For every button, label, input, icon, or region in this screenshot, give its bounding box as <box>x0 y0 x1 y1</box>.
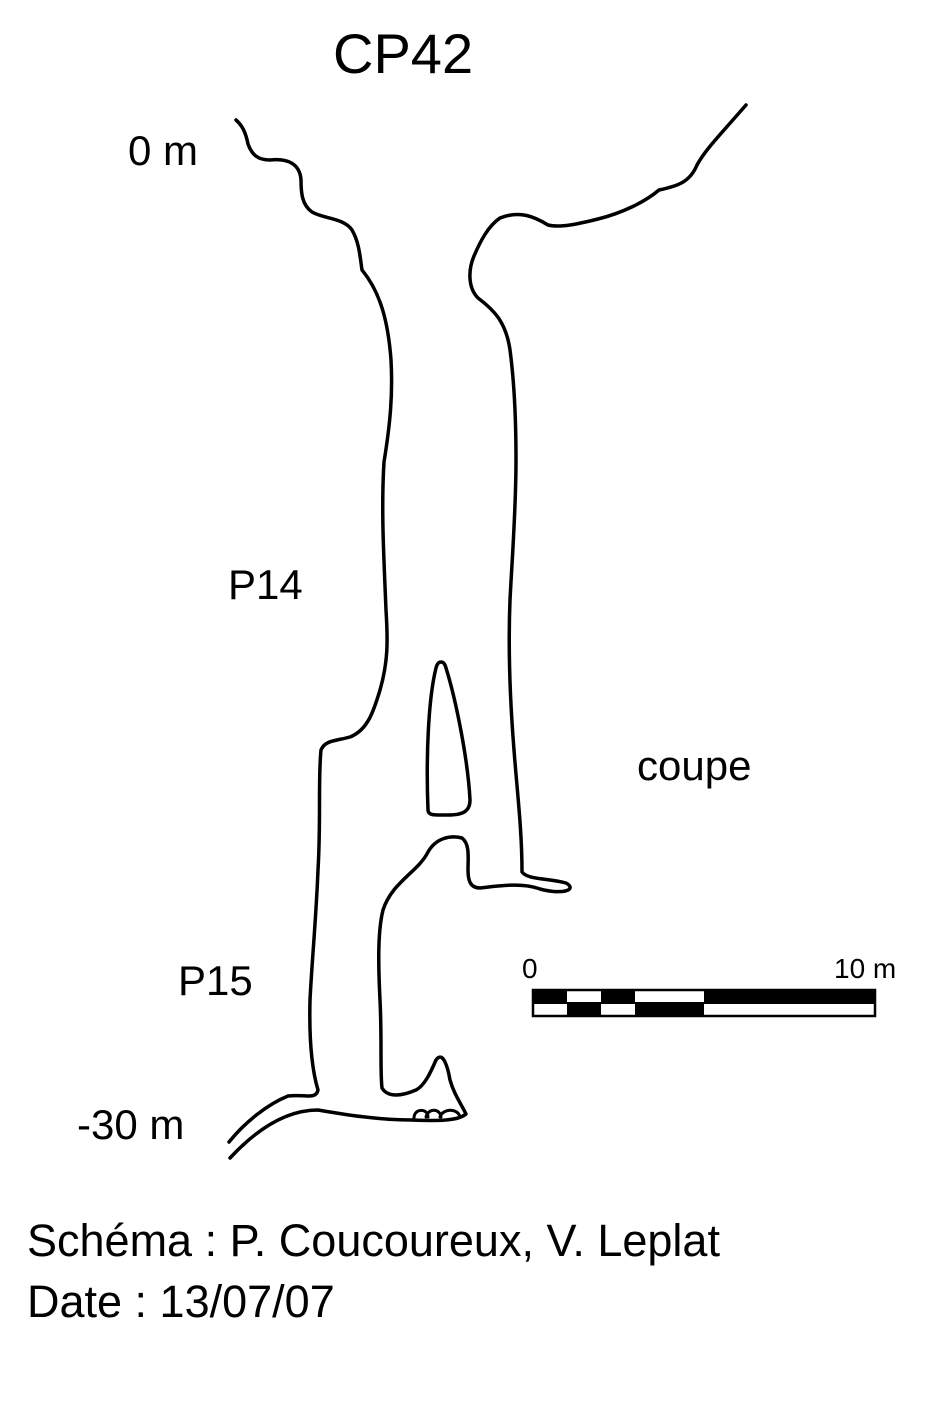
pitch-label-first: P14 <box>228 561 303 608</box>
pitch-label-second: P15 <box>178 957 253 1004</box>
scale-end-label: 10 m <box>834 953 897 984</box>
survey-credits: Schéma : P. Coucoureux, V. Leplat <box>27 1215 720 1266</box>
scale-bar <box>531 988 877 1018</box>
rock-pillar <box>425 660 472 817</box>
depth-label-bottom: -30 m <box>77 1101 185 1148</box>
scale-start-label: 0 <box>522 953 538 984</box>
cave-title: CP42 <box>333 22 474 85</box>
cave-floor-left <box>228 1108 414 1160</box>
cave-left-wall <box>227 118 394 1144</box>
floor-pebbles <box>412 1108 462 1120</box>
view-type-label: coupe <box>637 742 752 789</box>
survey-date: Date : 13/07/07 <box>27 1276 335 1327</box>
depth-label-top: 0 m <box>128 127 199 174</box>
cave-right-wall <box>377 103 748 1123</box>
